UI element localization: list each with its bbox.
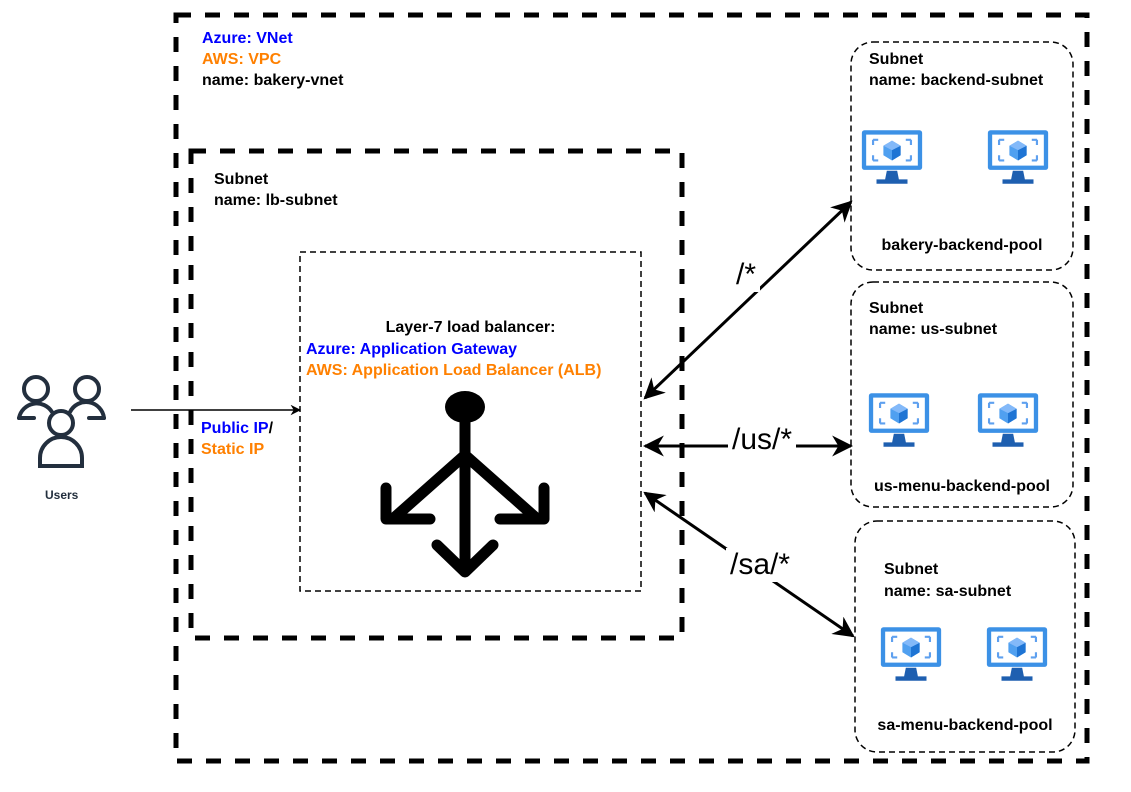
lb-subnet-boundary (188, 148, 685, 641)
sa-subnet-name: name: sa-subnet (884, 583, 1012, 600)
sa-subnet-title: Subnet (884, 561, 939, 578)
ip-separator: / (268, 420, 274, 437)
sa-menu-backend-pool-label: sa-menu-backend-pool (877, 717, 1053, 734)
load-balancer-title: Layer-7 load balancer: (385, 319, 556, 336)
virtual-machine-icon (986, 626, 1048, 682)
backend-subnet-name: name: backend-subnet (869, 72, 1044, 89)
backend-subnet-boundary (850, 41, 1074, 271)
users-label: Users (45, 488, 79, 502)
us-subnet-name: name: us-subnet (869, 321, 998, 338)
sa-subnet-boundary (854, 520, 1076, 753)
load-balancer-icon (380, 391, 550, 578)
virtual-machine-icon (861, 129, 923, 185)
us-subnet-title: Subnet (869, 300, 924, 317)
backend-subnet-title: Subnet (869, 51, 924, 68)
route-label-us: /us/* (728, 423, 797, 457)
route-label-root: /* (732, 258, 761, 292)
bakery-backend-pool-label: bakery-backend-pool (881, 237, 1043, 254)
vnet-boundary (173, 12, 1090, 764)
virtual-machine-icon (880, 626, 942, 682)
vnet-azure-label: Azure: VNet (202, 30, 293, 47)
virtual-machine-icon (987, 129, 1049, 185)
public-ip-label: Public IP/ (201, 419, 273, 439)
users-icon (17, 375, 106, 468)
lb-subnet-title: Subnet (214, 171, 269, 188)
lb-subnet-name: name: lb-subnet (214, 192, 338, 209)
virtual-machine-icon (868, 392, 930, 448)
us-menu-backend-pool-label: us-menu-backend-pool (873, 478, 1050, 495)
route-label-sa: /sa/* (726, 548, 795, 582)
public-ip-text: Public IP (201, 420, 269, 437)
virtual-machine-icon (977, 392, 1039, 448)
route-arrow-root (643, 200, 853, 400)
vnet-aws-label: AWS: VPC (202, 51, 282, 68)
vnet-name-label: name: bakery-vnet (202, 72, 344, 89)
load-balancer-aws-label: AWS: Application Load Balancer (ALB) (306, 362, 602, 379)
load-balancer-azure-label: Azure: Application Gateway (306, 341, 517, 358)
static-ip-label: Static IP (201, 441, 265, 458)
load-balancer-boundary (299, 251, 642, 592)
